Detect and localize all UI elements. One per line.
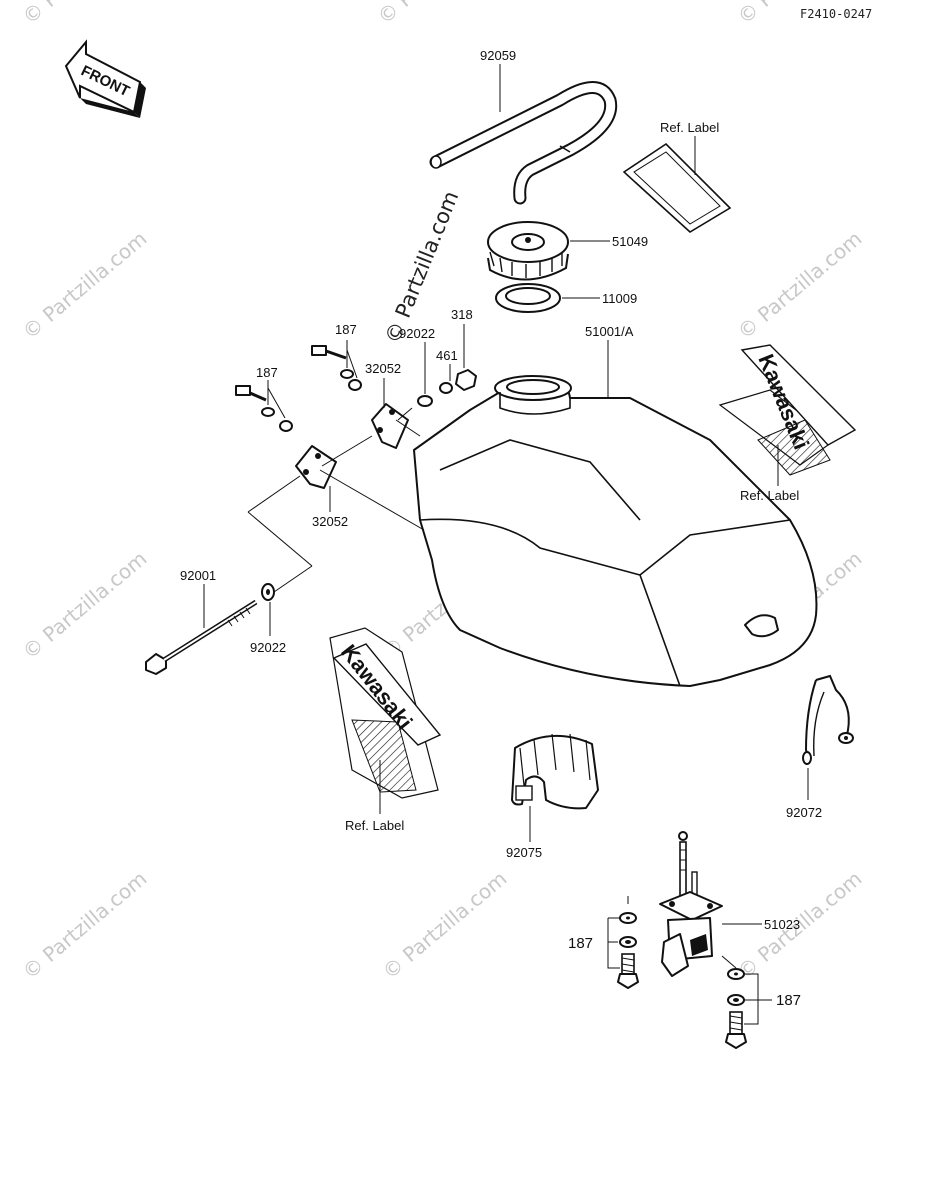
ref-label-sticker-top [622,142,732,233]
fuel-tank [413,375,818,687]
watermark-6: © Partzilla.com [733,226,867,344]
watermark-5: © Partzilla.com [378,866,512,984]
watermark-9: © Partzilla.com [18,0,152,29]
watermark-10: © Partzilla.com [373,0,507,29]
label-ref-right: Ref. Label [740,488,799,503]
label-32052-top: 32052 [365,361,401,376]
label-187-top: 187 [335,322,357,337]
bracket-187-right [744,973,772,1025]
watermark-2: © Partzilla.com [18,546,152,664]
label-461: 461 [436,348,458,363]
kawasaki-decal-left: Kawasaki [329,627,442,799]
cock-bolts-left [617,896,639,989]
label-ref-left: Ref. Label [345,818,404,833]
watermark-center: © Partzilla.com [380,188,463,347]
washer-nut-stack [417,369,477,407]
label-187-left: 187 [256,365,278,380]
label-187-cock-left: 187 [568,935,593,952]
label-318: 318 [451,307,473,322]
leader-187-left-b [267,387,286,419]
label-92059: 92059 [480,48,516,63]
long-bolt [145,599,258,675]
label-92001: 92001 [180,568,216,583]
label-187-cock-right: 187 [776,992,801,1009]
diagram-code: F2410-0247 [800,7,872,21]
watermark-3: © Partzilla.com [18,866,152,984]
washer-bottom [261,583,275,601]
bracket-lower [295,445,337,489]
cock-bolts-right [721,955,747,1049]
fuel-cock [659,831,723,977]
breather-hose [429,81,618,205]
front-arrow: FRONT [64,39,146,118]
tank-damper [511,733,599,810]
label-51001A: 51001/A [585,324,634,339]
cap-gasket [495,283,561,313]
label-11009: 11009 [602,291,637,306]
leader-187-top-b [346,349,358,379]
label-32052-bottom: 32052 [312,514,348,529]
watermark-1: © Partzilla.com [18,226,152,344]
label-92075: 92075 [506,845,542,860]
fuel-cap [487,221,569,281]
label-92072: 92072 [786,805,822,820]
mounting-lines [247,407,425,593]
label-92022-bottom: 92022 [250,640,286,655]
kawasaki-decal-right: Kawasaki [718,344,857,476]
bracket-upper [371,403,409,449]
upper-bolts [235,345,362,432]
label-92022-top: 92022 [399,326,435,341]
tank-strap [802,674,854,765]
label-51049: 51049 [612,234,648,249]
label-ref-top: Ref. Label [660,120,719,135]
bracket-187-left [607,917,620,969]
label-51023: 51023 [764,917,800,932]
